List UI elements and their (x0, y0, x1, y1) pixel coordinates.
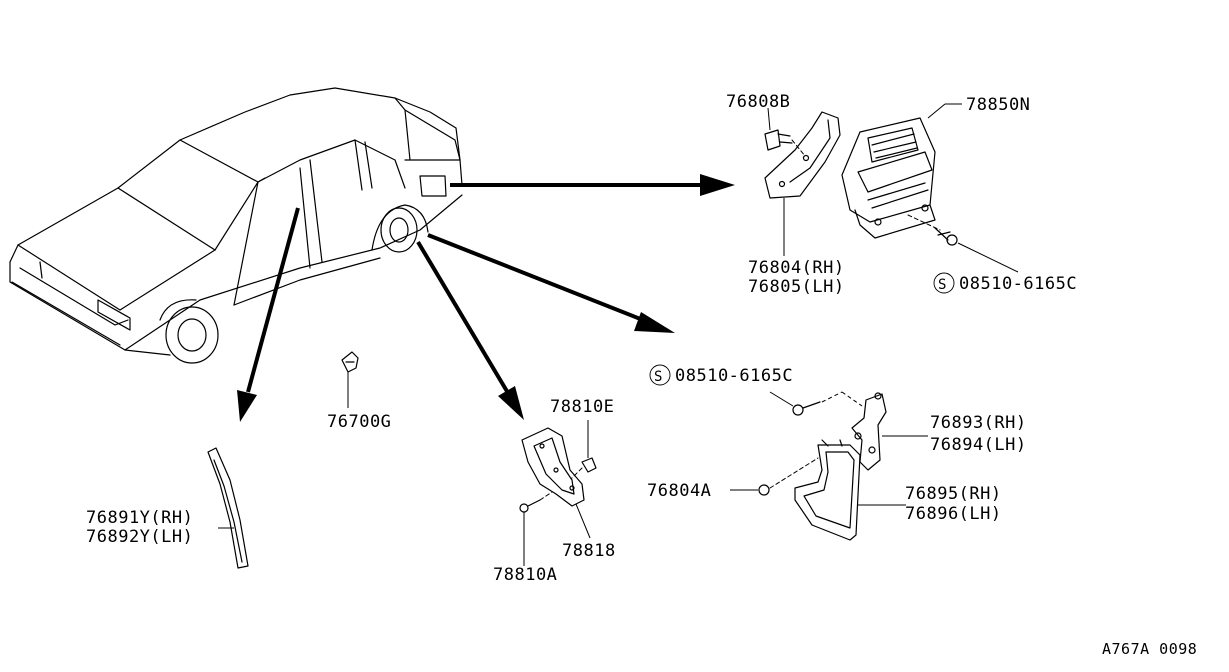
screw-lower (792, 401, 821, 416)
screw-upper (907, 214, 958, 246)
bracket-76804 (764, 111, 841, 199)
pillar-molding-76891Y (207, 447, 249, 569)
part-labels: 76808B 78850N 76804(RH) 76805(LH) S 0851… (86, 92, 1197, 658)
clip-76808B (764, 129, 806, 157)
screw-symbol-lower: S (649, 364, 671, 386)
label-76894-lh: 76894(LH) (930, 435, 1027, 455)
svg-text:S: S (938, 277, 947, 293)
arrow-to-lower-right-assembly (427, 233, 675, 333)
label-76805-lh: 76805(LH) (748, 277, 845, 297)
arrow-to-pillar-molding (237, 207, 300, 422)
car-illustration (9, 87, 463, 364)
screw-78810A (519, 491, 553, 513)
label-78850N: 78850N (966, 95, 1030, 115)
clip-76700G (341, 351, 359, 373)
label-76895-rh: 76895(RH) (905, 484, 1002, 504)
mud-guard-bracket-76893 (851, 392, 887, 471)
label-76804-rh: 76804(RH) (748, 258, 845, 278)
clip-76804A (758, 457, 819, 496)
label-78810A: 78810A (493, 565, 557, 585)
label-76700G: 76700G (327, 412, 391, 432)
arrow-to-upper-right-assembly (450, 174, 735, 196)
label-78818: 78818 (562, 541, 616, 561)
protector-78818 (521, 427, 585, 507)
mud-guard-76895 (794, 439, 861, 541)
label-76804A: 76804A (647, 481, 711, 501)
label-78810E: 78810E (550, 397, 614, 417)
label-76896-lh: 76896(LH) (905, 504, 1002, 524)
label-screw-upper: 08510-6165C (959, 274, 1077, 294)
arrow-to-mud-guard-bracket (416, 240, 524, 420)
label-76892Y-lh: 76892Y(LH) (86, 527, 193, 547)
clip-78810E (571, 457, 597, 479)
splash-shield-78850N (841, 117, 936, 239)
label-76808B: 76808B (726, 92, 790, 112)
svg-text:S: S (654, 369, 663, 385)
screw-symbol-upper: S (933, 272, 955, 294)
label-76893-rh: 76893(RH) (930, 413, 1027, 433)
diagram-code: A767A 0098 (1102, 640, 1197, 658)
label-76891Y-rh: 76891Y(RH) (86, 508, 193, 528)
label-screw-lower: 08510-6165C (675, 366, 793, 386)
